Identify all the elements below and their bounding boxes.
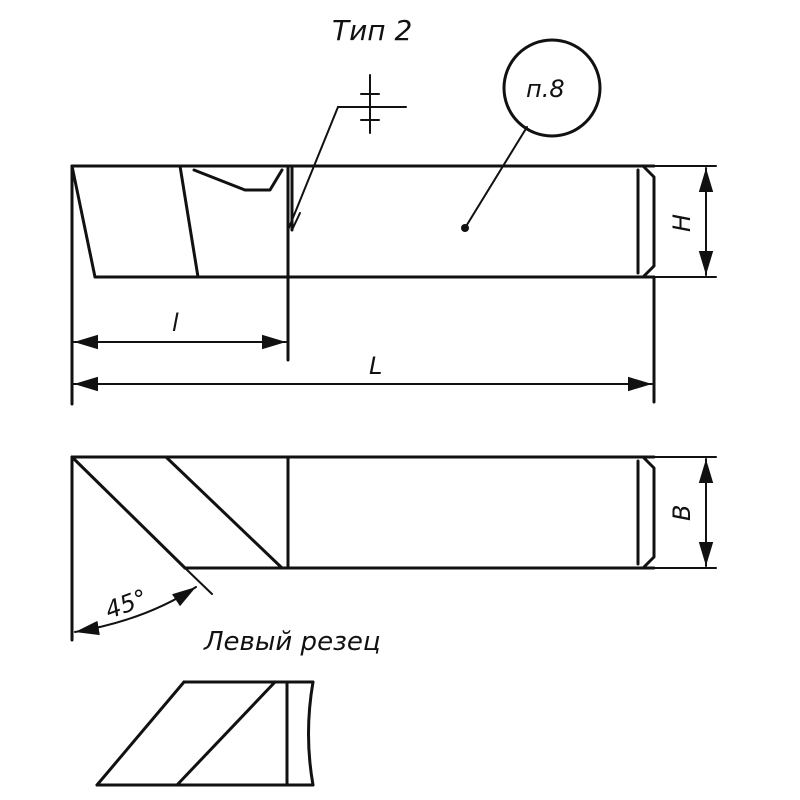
- side-view: H l L: [70, 164, 717, 406]
- dimension-total-length: L: [369, 352, 382, 380]
- surface-symbol: [287, 74, 407, 231]
- top-view: B 45°: [70, 455, 717, 642]
- dimension-angle: 45°: [101, 584, 151, 625]
- left-cutter-label: Левый резец: [203, 627, 381, 657]
- left-cutter-view: [95, 680, 315, 787]
- dimension-width: B: [668, 505, 696, 521]
- dimension-height: H: [668, 214, 696, 232]
- callout-note: п.8: [461, 38, 602, 232]
- callout-label: п.8: [526, 75, 565, 103]
- dimension-small-length: l: [172, 309, 179, 337]
- drawing-title: Тип 2: [332, 14, 412, 47]
